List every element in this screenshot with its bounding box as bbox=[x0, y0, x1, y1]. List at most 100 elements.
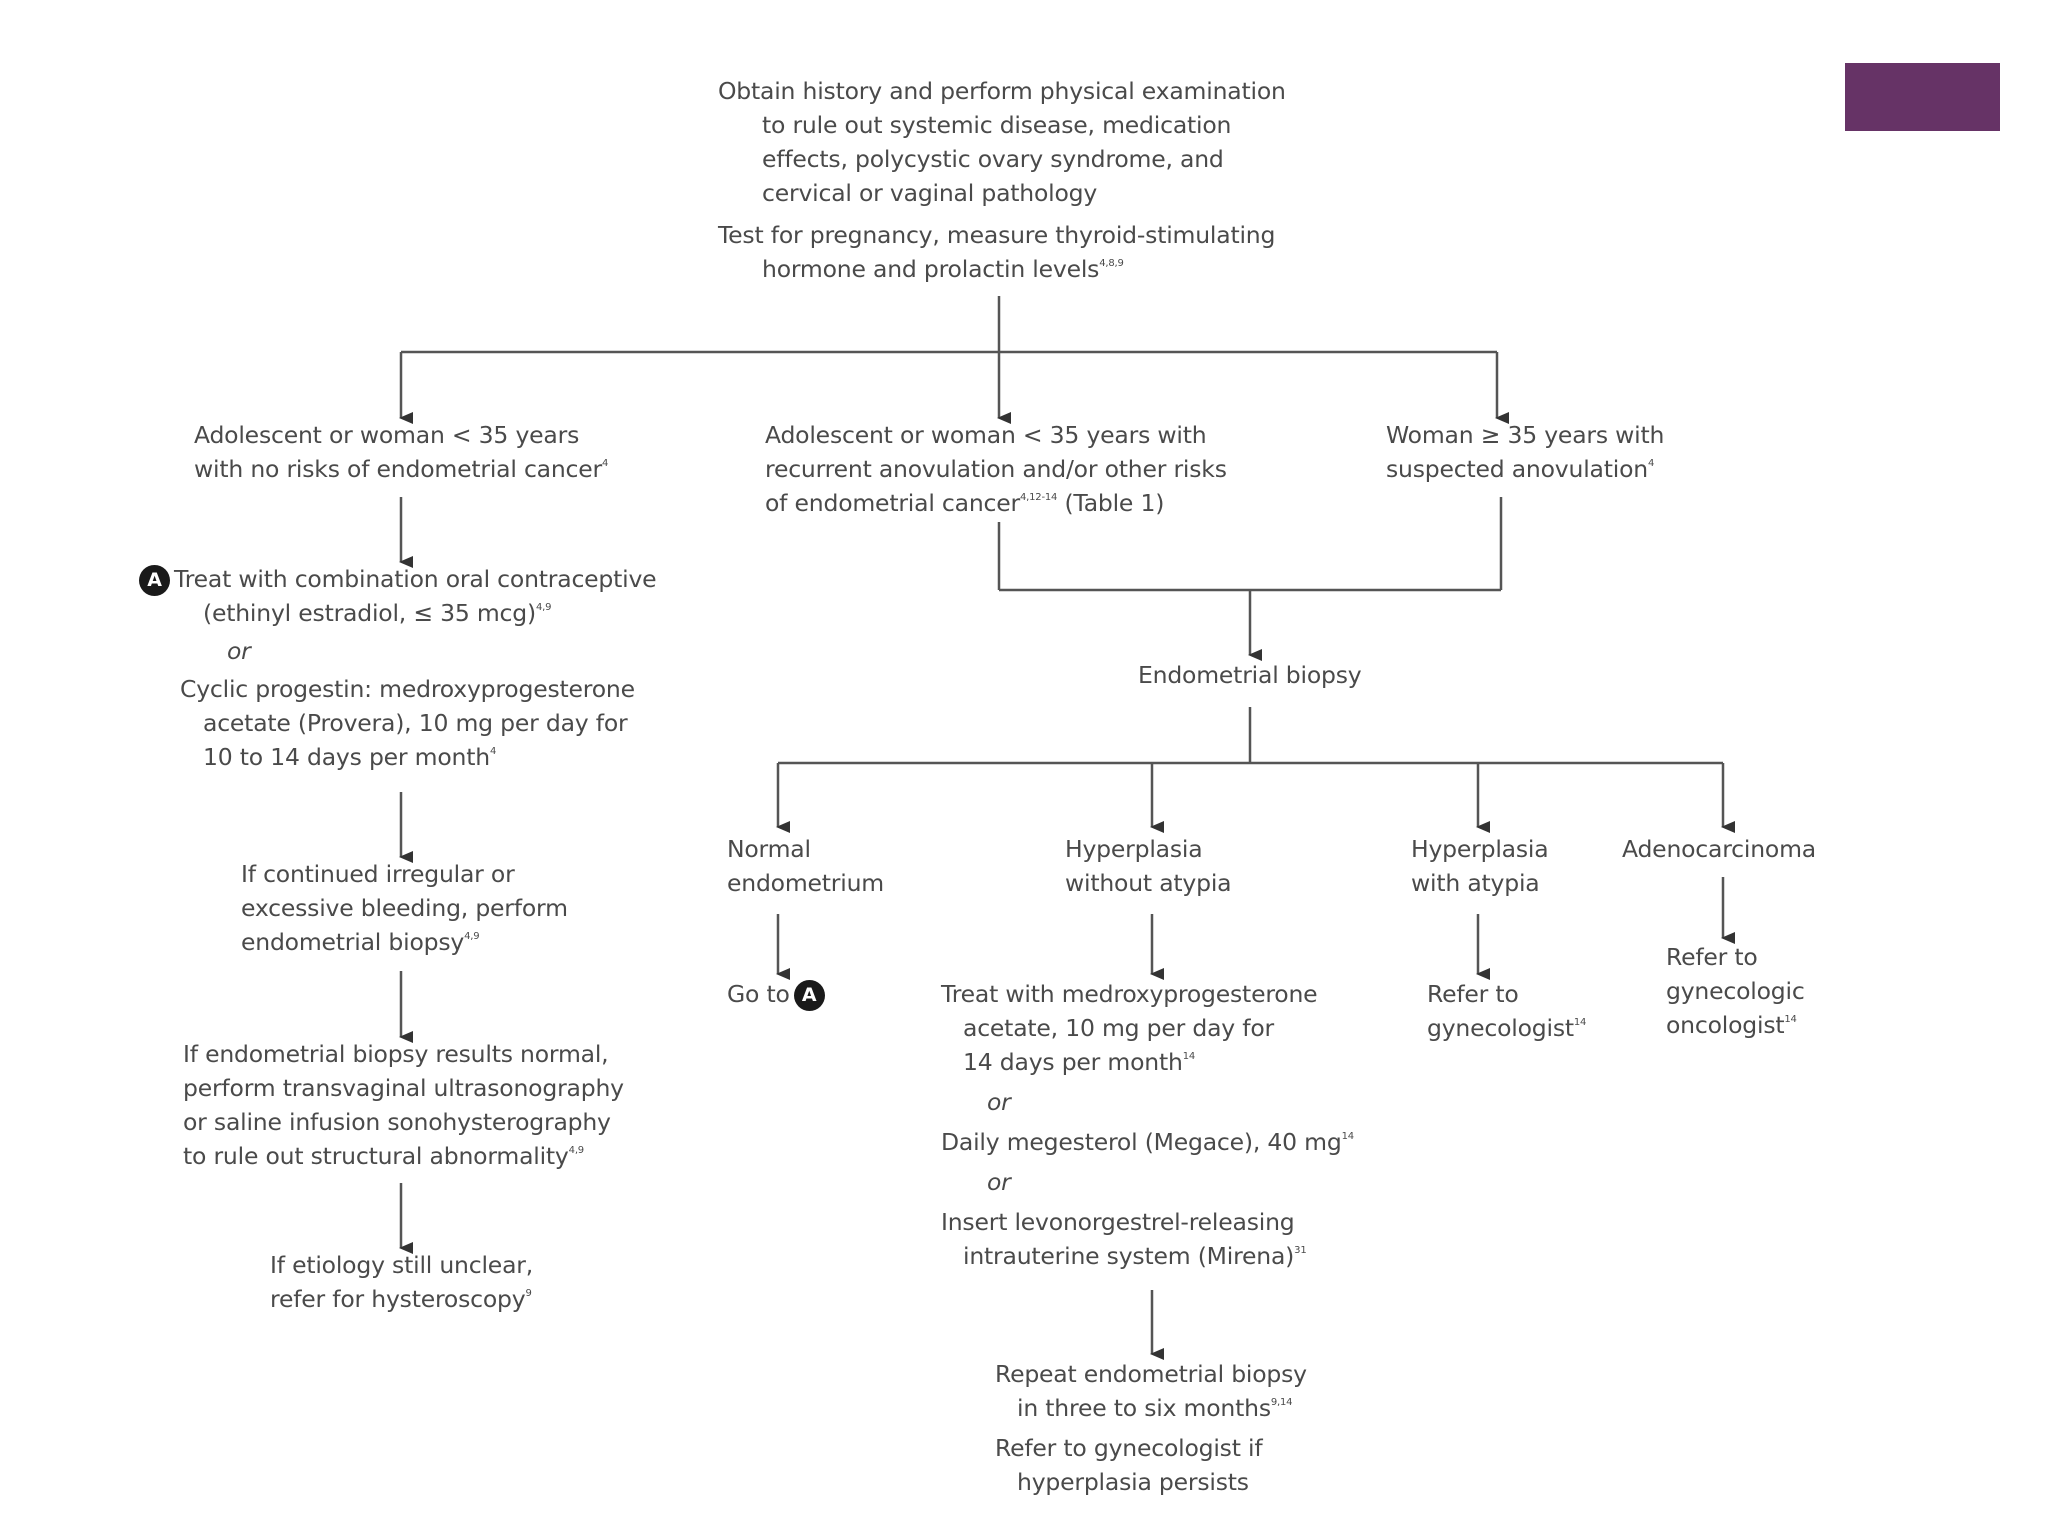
treatment-a-text: (ethinyl estradiol, ≤ 35 mcg) bbox=[203, 599, 536, 627]
continued-line: If continued irregular or bbox=[241, 860, 515, 888]
outcome-line: Normal bbox=[727, 835, 811, 863]
biopsy-normal-line: If endometrial biopsy results normal, bbox=[183, 1040, 609, 1068]
initial-evaluation-box: Obtain history and perform physical exam… bbox=[718, 74, 1286, 286]
citation-sup: 4 bbox=[489, 746, 497, 758]
treatment-line: intrauterine system (Mirena)31 bbox=[941, 1239, 1354, 1273]
citation-sup: 4,8,9 bbox=[1099, 258, 1124, 270]
branch-line: suspected anovulation4 bbox=[1386, 452, 1664, 486]
treatment-a-line: acetate (Provera), 10 mg per day for bbox=[203, 709, 628, 737]
repeat-line: Refer to gynecologist if bbox=[995, 1434, 1263, 1462]
outcome-line: Hyperplasia bbox=[1065, 835, 1203, 863]
treatment-a-line: Cyclic progestin: medroxyprogesterone bbox=[180, 675, 635, 703]
outcome-line: Hyperplasia bbox=[1411, 835, 1549, 863]
initial-test-text: hormone and prolactin levels bbox=[762, 255, 1100, 283]
citation-sup: 4,12-14 bbox=[1019, 492, 1058, 504]
citation-sup: 14 bbox=[1182, 1051, 1196, 1063]
etiology-text: refer for hysteroscopy bbox=[270, 1285, 526, 1313]
citation-sup: 4,9 bbox=[464, 931, 480, 943]
outcome-hyperplasia-atypia: Hyperplasia with atypia bbox=[1411, 832, 1549, 900]
etiology-line: If etiology still unclear, bbox=[270, 1251, 533, 1279]
outcome-normal: Normal endometrium bbox=[727, 832, 884, 900]
outcome-line: endometrium bbox=[727, 869, 884, 897]
refer-text: gynecologist bbox=[1427, 1014, 1574, 1042]
outcome-line: without atypia bbox=[1065, 869, 1232, 897]
treatment-line: Insert levonorgestrel-releasing bbox=[941, 1208, 1295, 1236]
biopsy-normal-box: If endometrial biopsy results normal, pe… bbox=[183, 1037, 624, 1173]
branch-line: Woman ≥ 35 years with bbox=[1386, 421, 1665, 449]
refer-oncologist: Refer to gynecologic oncologist14 bbox=[1666, 940, 1805, 1042]
refer-line: gynecologic bbox=[1666, 977, 1805, 1005]
outcome-line: with atypia bbox=[1411, 869, 1540, 897]
treatment-a-text: Treat with combination oral contraceptiv… bbox=[174, 565, 657, 593]
repeat-line: hyperplasia persists bbox=[1017, 1468, 1249, 1496]
treatment-a-line: (ethinyl estradiol, ≤ 35 mcg)4,9 bbox=[139, 596, 656, 630]
citation-sup: 4,9 bbox=[568, 1145, 585, 1157]
initial-evaluation-line: effects, polycystic ovary syndrome, and bbox=[762, 145, 1224, 173]
branch-young-no-risk: Adolescent or woman < 35 years with no r… bbox=[194, 418, 608, 486]
biopsy-normal-line: perform transvaginal ultrasonography bbox=[183, 1074, 624, 1102]
refer-line: Refer to bbox=[1427, 980, 1519, 1008]
branch-text: of endometrial cancer bbox=[765, 489, 1020, 517]
or-label: or bbox=[987, 1168, 1011, 1196]
citation-sup: 4 bbox=[1647, 458, 1655, 470]
refer-gynecologist: Refer to gynecologist14 bbox=[1427, 977, 1586, 1045]
citation-sup: 9 bbox=[525, 1288, 532, 1300]
repeat-line: in three to six months9,14 bbox=[995, 1391, 1307, 1425]
treatment-progestin-box: Treat with medroxyprogesterone acetate, … bbox=[941, 977, 1354, 1273]
treatment-line: Daily megesterol (Megace), 40 mg14 bbox=[941, 1125, 1354, 1159]
branch-35-plus: Woman ≥ 35 years with suspected anovulat… bbox=[1386, 418, 1664, 486]
citation-sup: 14 bbox=[1573, 1017, 1587, 1029]
or-label: or bbox=[227, 637, 251, 665]
citation-sup: 31 bbox=[1294, 1245, 1307, 1257]
treatment-line: 14 days per month14 bbox=[941, 1045, 1354, 1079]
treatment-line: Treat with medroxyprogesterone bbox=[941, 980, 1318, 1008]
biopsy-normal-line: to rule out structural abnormality4,9 bbox=[183, 1139, 624, 1173]
continued-line: excessive bleeding, perform bbox=[241, 894, 568, 922]
treatment-text: Daily megesterol (Megace), 40 mg bbox=[941, 1128, 1342, 1156]
treatment-text: intrauterine system (Mirena) bbox=[963, 1242, 1295, 1270]
branch-line: Adolescent or woman < 35 years bbox=[194, 421, 580, 449]
treatment-a-text: 10 to 14 days per month bbox=[203, 743, 490, 771]
branch-line: with no risks of endometrial cancer4 bbox=[194, 452, 608, 486]
etiology-unclear-box: If etiology still unclear, refer for hys… bbox=[270, 1248, 533, 1316]
citation-sup: 4 bbox=[602, 458, 609, 470]
etiology-line: refer for hysteroscopy9 bbox=[270, 1282, 533, 1316]
repeat-biopsy-box: Repeat endometrial biopsy in three to si… bbox=[995, 1357, 1307, 1499]
outcome-hyperplasia-no-atypia: Hyperplasia without atypia bbox=[1065, 832, 1232, 900]
continued-line: endometrial biopsy4,9 bbox=[241, 925, 568, 959]
badge-a-icon: A bbox=[139, 565, 170, 596]
goto-label: Go to bbox=[727, 980, 790, 1008]
table-reference: (Table 1) bbox=[1057, 489, 1165, 517]
accent-block bbox=[1845, 63, 2000, 131]
branch-line: of endometrial cancer4,12-14 (Table 1) bbox=[765, 486, 1227, 520]
initial-test-line: hormone and prolactin levels4,8,9 bbox=[718, 252, 1286, 286]
initial-evaluation-line: cervical or vaginal pathology bbox=[762, 179, 1098, 207]
initial-evaluation-line: to rule out systemic disease, medication bbox=[762, 111, 1232, 139]
refer-line: Refer to bbox=[1666, 943, 1758, 971]
initial-test-line: Test for pregnancy, measure thyroid-stim… bbox=[718, 221, 1276, 249]
treatment-text: 14 days per month bbox=[963, 1048, 1183, 1076]
refer-line: oncologist14 bbox=[1666, 1008, 1805, 1042]
citation-sup: 9,14 bbox=[1270, 1397, 1293, 1409]
outcome-adenocarcinoma: Adenocarcinoma bbox=[1622, 832, 1816, 866]
refer-line: gynecologist14 bbox=[1427, 1011, 1586, 1045]
citation-sup: 4,9 bbox=[535, 602, 552, 614]
treatment-a-line: 10 to 14 days per month4 bbox=[139, 740, 656, 774]
endometrial-biopsy-node: Endometrial biopsy bbox=[1138, 658, 1362, 692]
initial-evaluation-line: Obtain history and perform physical exam… bbox=[718, 77, 1286, 105]
treatment-line: acetate, 10 mg per day for bbox=[963, 1014, 1274, 1042]
continued-bleeding-box: If continued irregular or excessive blee… bbox=[241, 857, 568, 959]
citation-sup: 14 bbox=[1341, 1131, 1355, 1143]
refer-text: oncologist bbox=[1666, 1011, 1785, 1039]
biopsy-normal-line: or saline infusion sonohysterography bbox=[183, 1108, 611, 1136]
continued-text: endometrial biopsy bbox=[241, 928, 465, 956]
outcome-line: Adenocarcinoma bbox=[1622, 835, 1816, 863]
endometrial-biopsy-label: Endometrial biopsy bbox=[1138, 661, 1362, 689]
or-label: or bbox=[987, 1088, 1011, 1116]
repeat-text: in three to six months bbox=[1017, 1394, 1271, 1422]
